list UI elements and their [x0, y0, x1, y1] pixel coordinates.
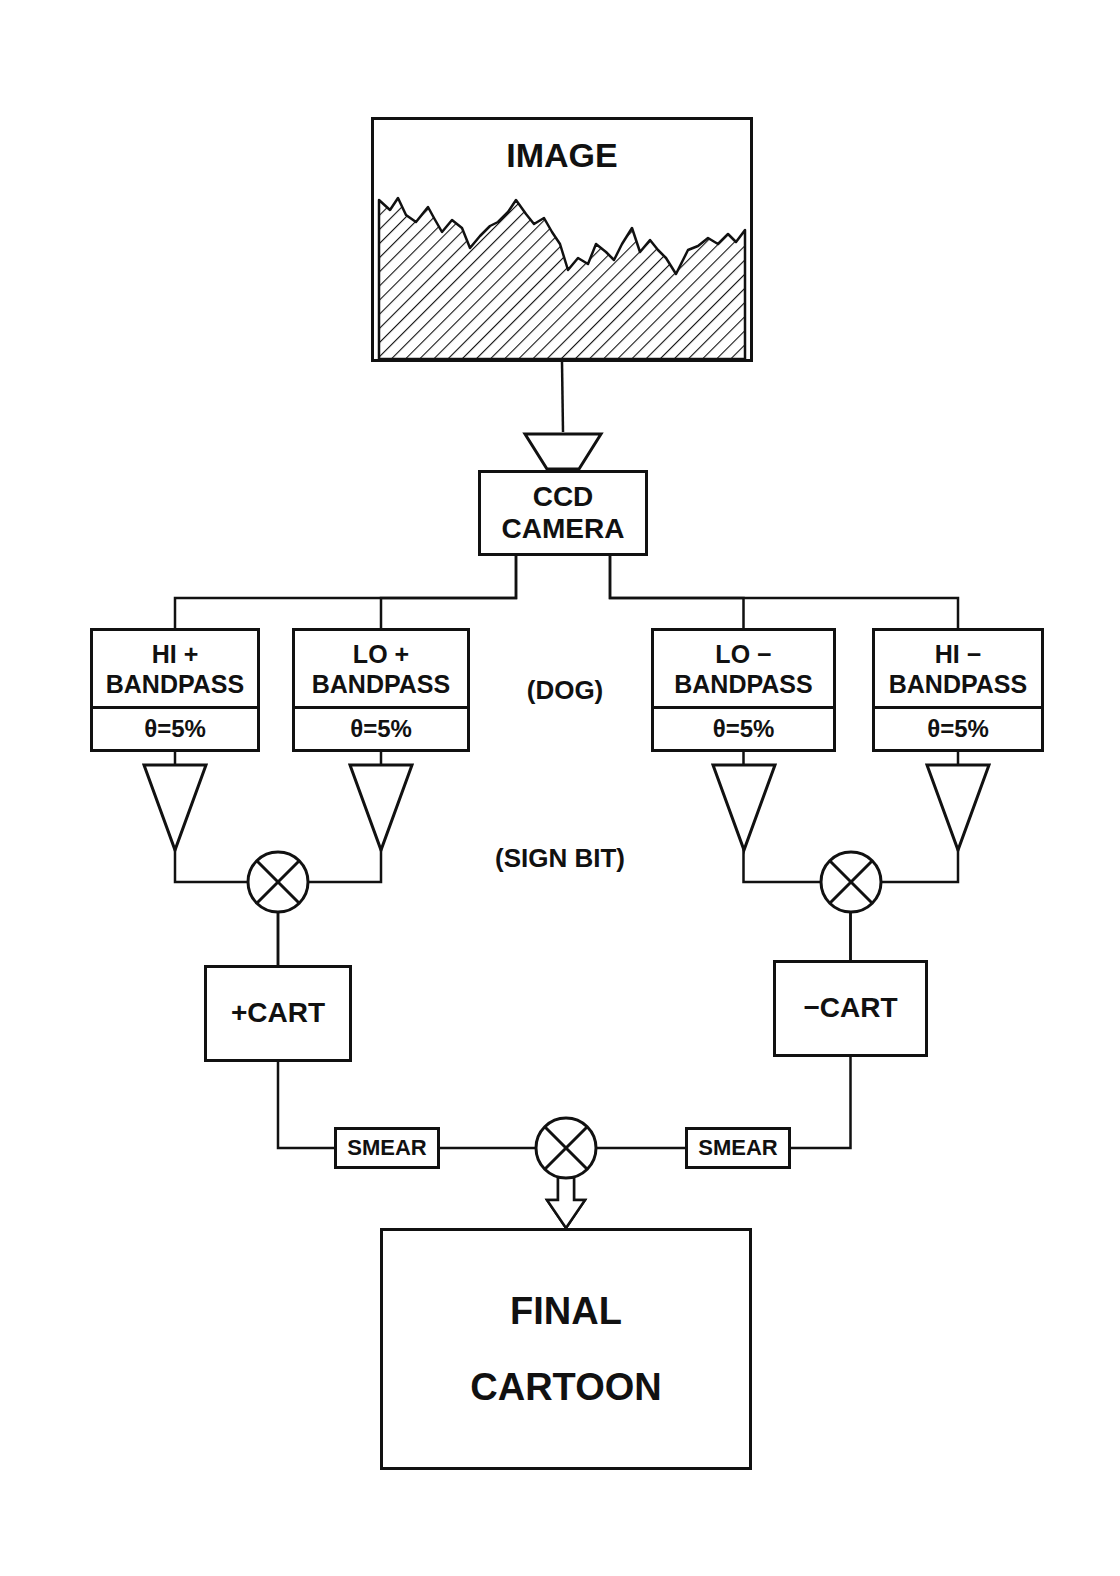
hatched-signal-illustration [379, 198, 745, 359]
bandpass-filter-box: LO + BANDPASS θ=5% [292, 628, 470, 752]
wire-line [381, 556, 516, 628]
process-label: +CART [231, 997, 325, 1029]
wire-line [562, 362, 563, 432]
wire-line [175, 556, 516, 628]
filter-name: HI − BANDPASS [883, 639, 1033, 699]
camera-lens [478, 432, 648, 470]
process-box: SMEAR [334, 1127, 440, 1169]
signal-wire [381, 556, 516, 628]
signal-wire [175, 556, 516, 628]
bandpass-filter-box: HI − BANDPASS θ=5% [872, 628, 1044, 752]
annotation-label: (DOG) [527, 675, 604, 706]
wire-line [610, 556, 744, 628]
output-box: FINAL CARTOON [380, 1228, 752, 1470]
signal-wire [610, 556, 744, 628]
wire-line [791, 1057, 851, 1148]
output-title: FINAL CARTOON [436, 1273, 696, 1425]
process-label: SMEAR [347, 1135, 426, 1160]
camera-block: CCD CAMERA [478, 432, 648, 556]
process-box: −CART [773, 960, 928, 1057]
filter-name: HI + BANDPASS [101, 639, 249, 699]
annotation-label: (SIGN BIT) [495, 843, 625, 874]
signal-wire [791, 1057, 851, 1148]
signal-wire [278, 1062, 334, 1148]
amplifier-triangles [144, 765, 989, 850]
process-label: −CART [803, 992, 897, 1024]
threshold-value: θ=5% [144, 715, 206, 743]
bandpass-filter-box: LO − BANDPASS θ=5% [651, 628, 836, 752]
filter-name: LO + BANDPASS [303, 639, 459, 699]
box-title: IMAGE [374, 136, 750, 175]
wire-line [610, 556, 958, 628]
process-label: SMEAR [698, 1135, 777, 1160]
signal-wire [610, 556, 958, 628]
process-box: SMEAR [685, 1127, 791, 1169]
camera-label: CCD CAMERA [489, 481, 637, 545]
signal-wire [562, 362, 563, 432]
threshold-value: θ=5% [350, 715, 412, 743]
wire-line [278, 1062, 334, 1148]
image-box: IMAGE [371, 117, 753, 362]
bandpass-filter-box: HI + BANDPASS θ=5% [90, 628, 260, 752]
threshold-value: θ=5% [927, 715, 989, 743]
process-box: +CART [204, 965, 352, 1062]
threshold-value: θ=5% [713, 715, 775, 743]
filter-name: LO − BANDPASS [662, 639, 825, 699]
camera-box: CCD CAMERA [478, 470, 648, 556]
multiplier-symbols [248, 852, 881, 1178]
